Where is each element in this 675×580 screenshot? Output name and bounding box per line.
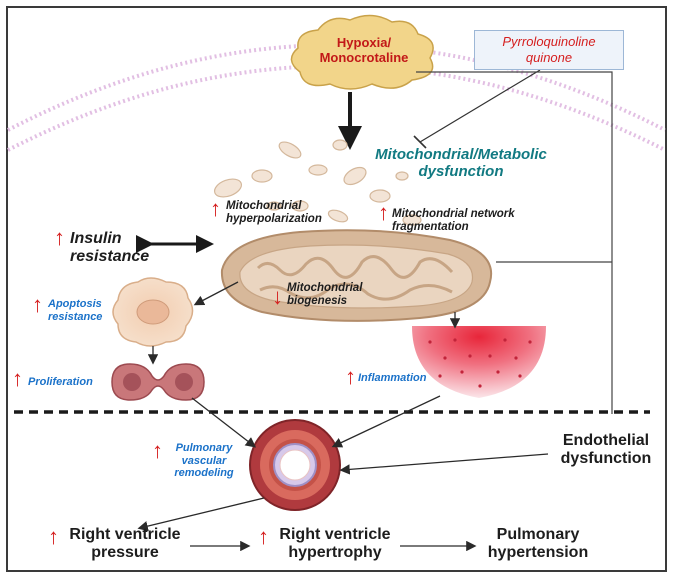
apoptosis-up-icon: ↑: [32, 292, 43, 317]
insulin-label: Insulin resistance: [70, 230, 150, 266]
apoptosis-label: Apoptosis resistance: [48, 298, 103, 323]
fragmentation-up-icon: ↑: [378, 200, 389, 225]
rv-pressure-label: Right ventricle pressure: [69, 526, 181, 562]
proliferation-to-vessel-arrow: [191, 397, 257, 448]
inflammation-up-icon: ↑: [345, 364, 356, 389]
rv-hypertrophy-label: Right ventricle hypertrophy: [279, 526, 391, 562]
pqq-inhibition-line: [419, 69, 541, 143]
proliferating-cell: [111, 363, 205, 401]
proliferation-up-icon: ↑: [12, 366, 23, 391]
proliferation-label: Proliferation: [28, 376, 93, 388]
mitochondrial-fragments: [213, 139, 422, 226]
hyperpolarization-label: Mitochondrial hyperpolarization: [226, 200, 322, 226]
pqq-label: Pyrroloquinoline quinone: [502, 34, 596, 65]
remodeling-label: Pulmonary vascular remodeling: [174, 442, 234, 480]
rv-hypertrophy-up-icon: ↑: [258, 524, 269, 549]
hypoxia-label: Hypoxia/ Monocrotaline: [319, 35, 409, 65]
biogenesis-down-icon: ↓: [272, 284, 283, 309]
vessel-to-rv-pressure-arrow: [137, 497, 265, 532]
apoptosis-cell: [112, 277, 194, 347]
mito-to-apoptosis-arrow: [193, 281, 239, 306]
inflammation-label: Inflammation: [358, 372, 427, 384]
hyperpolarization-up-icon: ↑: [210, 196, 221, 221]
pqq-box: Pyrroloquinoline quinone: [474, 30, 624, 70]
endothelial-label: Endothelial dysfunction: [560, 432, 652, 468]
hypoxia-endothelial-line: [416, 71, 613, 414]
biogenesis-label: Mitochondrial biogenesis: [287, 282, 363, 308]
pqq-inhibition-bar: [413, 135, 427, 149]
mitochondrion: [220, 229, 493, 322]
insulin-up-icon: ↑: [54, 225, 65, 250]
rv-pressure-up-icon: ↑: [48, 524, 59, 549]
inflammation-graphic: [412, 326, 546, 398]
remodeling-up-icon: ↑: [152, 438, 163, 463]
fragmentation-label: Mitochondrial network fragmentation: [392, 208, 515, 234]
hypoxia-blob: [290, 14, 434, 90]
vessel-graphic: [249, 419, 341, 511]
endothelial-to-vessel-arrow: [339, 453, 549, 475]
ph-label: Pulmonary hypertension: [487, 526, 589, 562]
mito-dysfunction-label: Mitochondrial/Metabolic dysfunction: [375, 146, 547, 181]
inflammation-to-vessel-arrow: [331, 395, 441, 448]
